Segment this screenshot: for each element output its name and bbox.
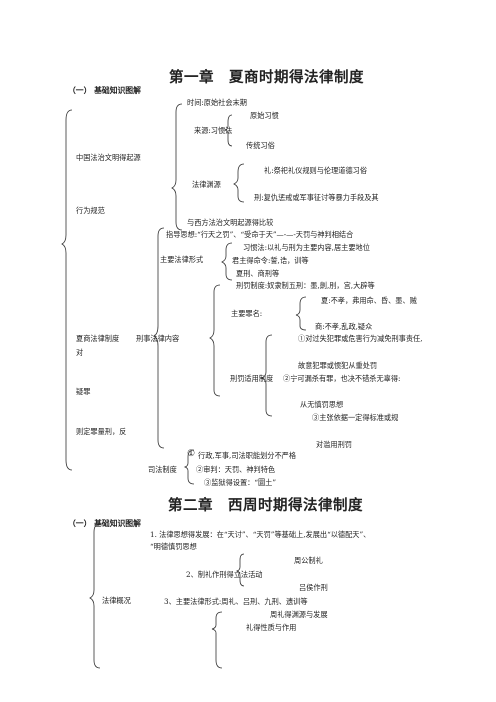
chapter1-title: 第一章 夏商时期得法律制度 [169,69,364,86]
text-line: ③监狱得设置：“圜土” [204,478,277,487]
text-line: ②宁可漏杀有罪，也决不错杀无辜得: [283,374,401,383]
text-line: 刑罚适用制度 [230,374,274,383]
text-line: 1. 法律思想得发展：在“天讨”、“天罚”等基础上,发展出“以德配天”、 [150,530,371,539]
text-line: 礼得性质与作用 [246,623,297,632]
text-line: 刑罚制度:奴隶制五刑：墨,劓,刖，宫,大辟等 [236,281,375,290]
text-line: 主要法律形式 [160,255,204,264]
text-line: 刑:复仇惩戒或军事征讨等暴力手段及其 [254,193,379,202]
text-line: 与西方法治文明起源得比较 [187,218,274,227]
text-line: ③主张依据一定得标准或规 [312,413,399,422]
text-line: 商:不孝,乱政,疑众 [315,322,373,331]
text-line: 3、主要法律形式:周礼、吕刑、九刑、遗训等 [164,597,308,606]
text-line: 礼:祭祀礼仪规则与伦理道德习俗 [264,166,368,175]
text-line: 刑事法律内容 [136,334,180,343]
text-line: 周公制礼 [294,556,323,565]
text-line: 夏:不孝，弗用命、昏、墨、贼 [321,296,417,305]
text-line: 法律渊源 [192,180,221,189]
text-line: 对滥用刑罚 [316,440,352,449]
text-line: 法律概况 [102,596,131,605]
text-line: “明德慎罚思想 [150,542,197,551]
text-line: ①对过失犯罪或危害行为减免刑事责任, [298,334,423,343]
text-line: ②审判：天罚、神判特色 [196,465,276,474]
chapter2-title: 第二章 西周时期得法律制度 [168,497,363,514]
text-line: 指导思想:“行天之罚”、“受命于天”—-—-天罚与神判相结合 [166,230,354,239]
text-line: 来源:习惯法 [194,126,233,135]
text-line: 行政,军事,司法职能划分不严格 [198,451,297,460]
text-line: 夏商法律制度 [76,334,120,343]
text-line: 从无慎罚思想 [300,400,344,409]
text-line: 故意犯罪或惯犯从重处罚 [298,361,378,370]
text-line: 夏刑、商刑等 [236,269,280,278]
text-line: 司法制度 [148,465,177,474]
text-line: ① [187,449,196,459]
text-line: 时间:原始社会末期 [187,98,247,107]
text-line: 中国法治文明得起源 [76,153,141,162]
text-line: 君主得命令:誓,诰，训等 [232,256,309,265]
text-line: 疑罪 [76,387,91,396]
text-line: 吕侯作刑 [299,583,328,592]
chapter1-section: （一） 基础知识图解 [68,86,141,95]
text-line: 周礼得渊源与发展 [270,610,328,619]
text-line: 原始习惯 [250,111,279,120]
text-line: 主要罪名: [231,309,263,318]
text-line: 行为规范 [76,206,105,215]
text-line: 习惯法:以礼与刑为主要内容,居主要地位 [243,243,370,252]
chapter2-section: （一） 基础知识图解 [68,519,141,528]
text-line: 2、制礼作刑得立法活动 [186,570,263,579]
text-line: 对 [76,348,84,357]
text-line: 则定罪量刑，反 [76,427,127,436]
text-line: 传统习俗 [246,141,275,150]
